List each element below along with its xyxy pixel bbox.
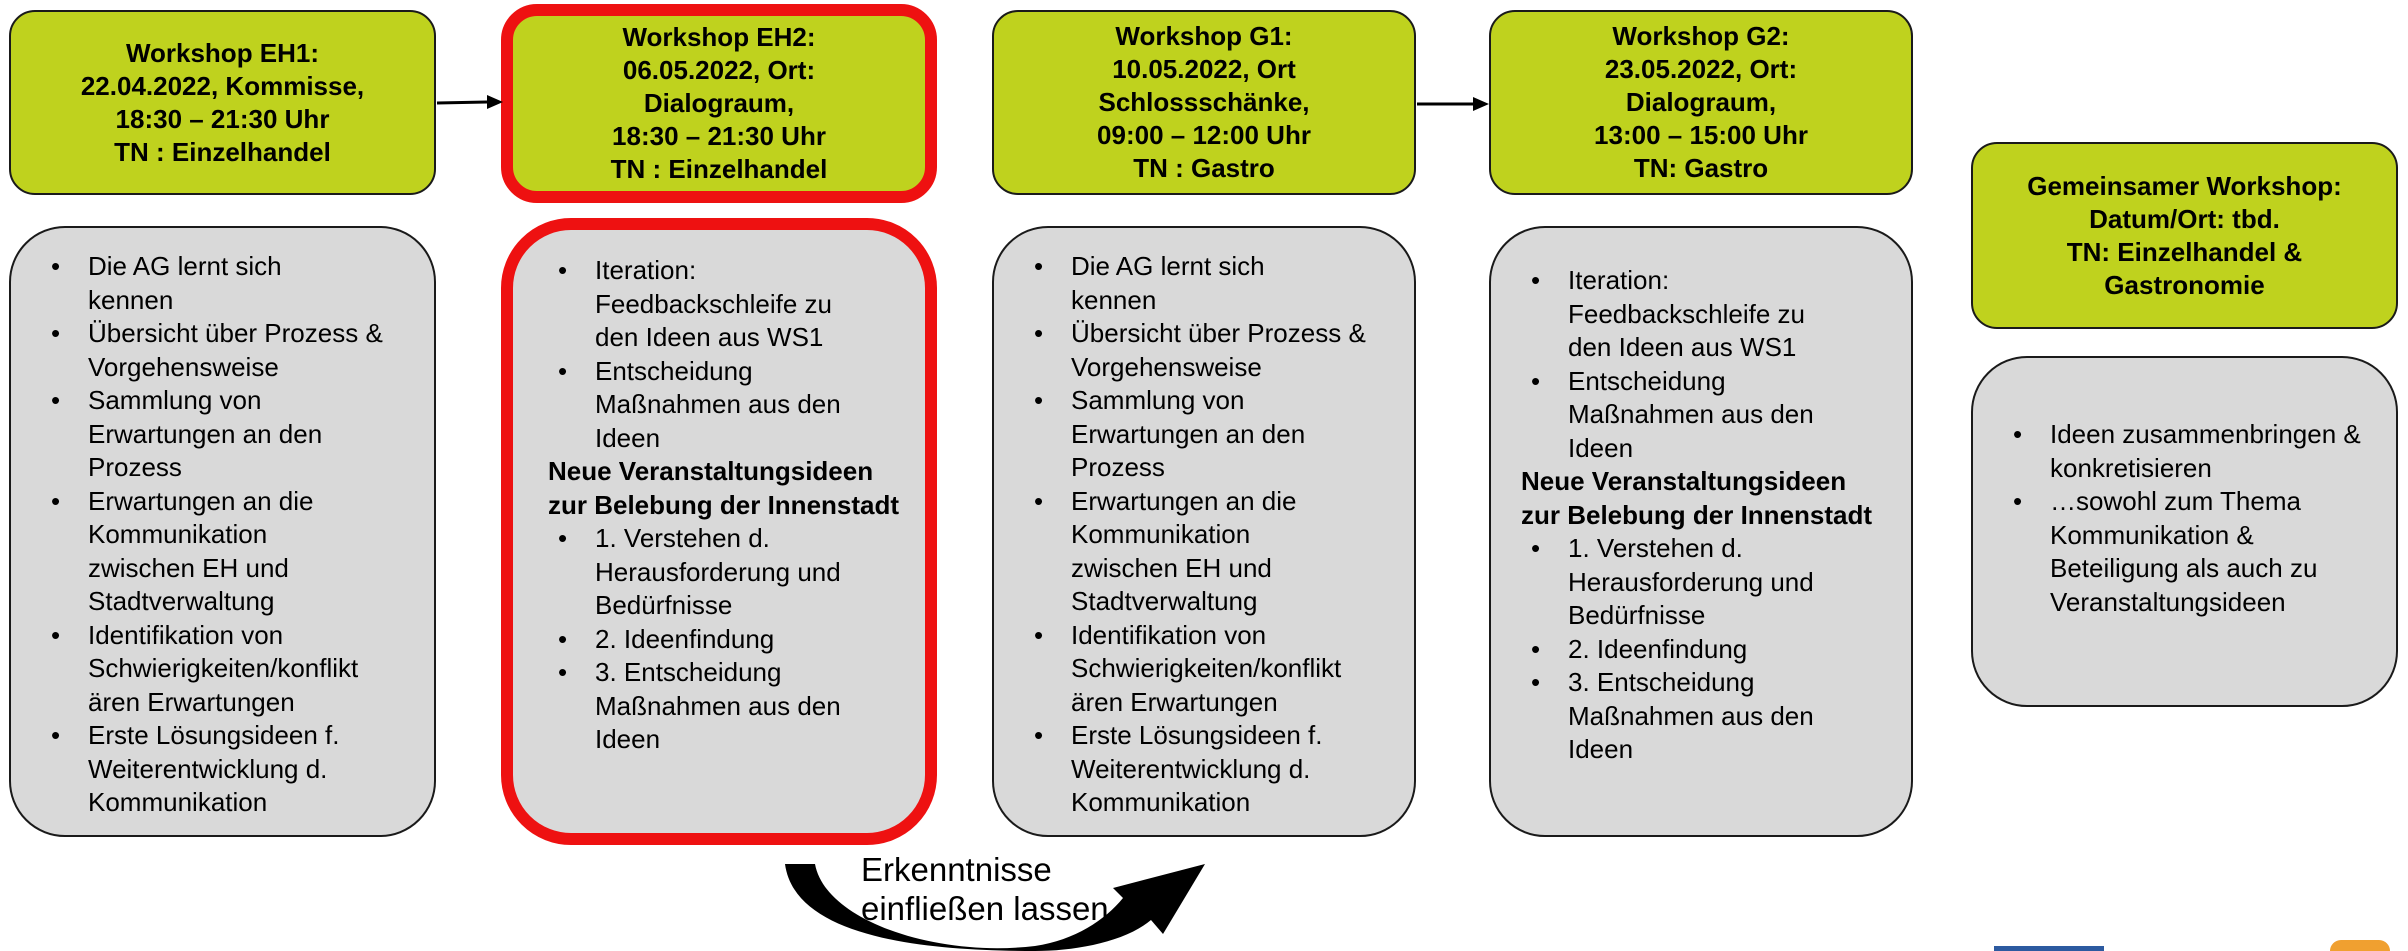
workshop-eh1-header: Workshop EH1: 22.04.2022, Kommisse, 18:3… bbox=[9, 10, 436, 195]
list-item: Die AG lernt sich kennen bbox=[1024, 250, 1286, 317]
workshop-eh1-list: Die AG lernt sich kennen Übersicht über … bbox=[41, 250, 414, 820]
arrow-g1-to-g2 bbox=[1417, 97, 1489, 111]
list-item: Sammlung von Erwartungen an den Prozess bbox=[41, 384, 348, 485]
list-item: 3. Entscheidung Maßnahmen aus den Ideen bbox=[548, 656, 905, 757]
list-item: Iteration: Feedbackschleife zu den Ideen… bbox=[1521, 264, 1838, 365]
list-item: 1. Verstehen d. Herausforderung und Bedü… bbox=[548, 522, 905, 623]
joint-workshop-list: Ideen zusammenbringen & konkretisieren …… bbox=[2003, 418, 2376, 619]
workshop-g2-header: Workshop G2: 23.05.2022, Ort: Dialograum… bbox=[1489, 10, 1913, 195]
workshop-eh2-title: Workshop EH2: 06.05.2022, Ort: Dialograu… bbox=[610, 22, 828, 184]
list-item: Erwartungen an die Kommunikation zwische… bbox=[1024, 485, 1331, 619]
workshop-g2-content: Iteration: Feedbackschleife zu den Ideen… bbox=[1489, 226, 1913, 837]
list-item: Identifikation von Schwierigkeiten/konfl… bbox=[41, 619, 414, 720]
list-item: Übersicht über Prozess & Vorgehensweise bbox=[41, 317, 414, 384]
workshop-g2-steps: 1. Verstehen d. Herausforderung und Bedü… bbox=[1521, 532, 1891, 767]
list-item: Sammlung von Erwartungen an den Prozess bbox=[1024, 384, 1331, 485]
list-item: 2. Ideenfindung bbox=[548, 623, 905, 657]
workshop-eh2-list: Iteration: Feedbackschleife zu den Ideen… bbox=[548, 254, 905, 455]
feedback-curved-arrow bbox=[785, 864, 1205, 951]
list-item: Identifikation von Schwierigkeiten/konfl… bbox=[1024, 619, 1394, 720]
workshop-eh2-header: Workshop EH2: 06.05.2022, Ort: Dialograu… bbox=[501, 4, 937, 203]
workshop-g1-title: Workshop G1: 10.05.2022, Ort Schlossschä… bbox=[1097, 21, 1311, 183]
list-item: Erste Lösungsideen f. Weiterentwicklung … bbox=[41, 719, 378, 820]
list-item: Entscheidung Maßnahmen aus den Ideen bbox=[548, 355, 895, 456]
list-item: Übersicht über Prozess & Vorgehensweise bbox=[1024, 317, 1394, 384]
list-item: …sowohl zum Thema Kommunikation & Beteil… bbox=[2003, 485, 2350, 619]
list-item: Iteration: Feedbackschleife zu den Ideen… bbox=[548, 254, 865, 355]
arrow-eh1-to-eh2 bbox=[436, 95, 503, 109]
workshop-g2-list: Iteration: Feedbackschleife zu den Ideen… bbox=[1521, 264, 1891, 465]
partner-logo bbox=[1994, 946, 2104, 951]
joint-workshop-title: Gemeinsamer Workshop: Datum/Ort: tbd. TN… bbox=[2027, 170, 2342, 300]
list-item: Ideen zusammenbringen & konkretisieren bbox=[2003, 418, 2370, 485]
joint-workshop-content: Ideen zusammenbringen & konkretisieren …… bbox=[1971, 356, 2398, 707]
list-item: Die AG lernt sich kennen bbox=[41, 250, 303, 317]
workshop-eh2-steps: 1. Verstehen d. Herausforderung und Bedü… bbox=[548, 522, 905, 757]
workshop-g2-section-title: Neue Veranstaltungsideen zur Belebung de… bbox=[1521, 466, 1873, 530]
workshop-g1-header: Workshop G1: 10.05.2022, Ort Schlossschä… bbox=[992, 10, 1416, 195]
workshop-g1-list: Die AG lernt sich kennen Übersicht über … bbox=[1024, 250, 1394, 820]
list-item: Entscheidung Maßnahmen aus den Ideen bbox=[1521, 365, 1868, 466]
workshop-eh2-section-title: Neue Veranstaltungsideen zur Belebung de… bbox=[548, 456, 900, 520]
list-item: 2. Ideenfindung bbox=[1521, 633, 1891, 667]
workshop-eh1-title: Workshop EH1: 22.04.2022, Kommisse, 18:3… bbox=[80, 37, 365, 167]
joint-workshop-header: Gemeinsamer Workshop: Datum/Ort: tbd. TN… bbox=[1971, 142, 2398, 329]
list-item: Erwartungen an die Kommunikation zwische… bbox=[41, 485, 348, 619]
list-item: 3. Entscheidung Maßnahmen aus den Ideen bbox=[1521, 666, 1878, 767]
list-item: Erste Lösungsideen f. Weiterentwicklung … bbox=[1024, 719, 1361, 820]
list-item: 1. Verstehen d. Herausforderung und Bedü… bbox=[1521, 532, 1878, 633]
feedback-caption: Erkenntnisse einfließen lassen bbox=[861, 851, 1109, 927]
workshop-eh1-content: Die AG lernt sich kennen Übersicht über … bbox=[9, 226, 436, 837]
partner-logo-orange bbox=[2330, 940, 2390, 951]
workshop-g1-content: Die AG lernt sich kennen Übersicht über … bbox=[992, 226, 1416, 837]
workshop-eh2-content: Iteration: Feedbackschleife zu den Ideen… bbox=[501, 218, 937, 845]
workshop-g2-title: Workshop G2: 23.05.2022, Ort: Dialograum… bbox=[1594, 21, 1808, 183]
